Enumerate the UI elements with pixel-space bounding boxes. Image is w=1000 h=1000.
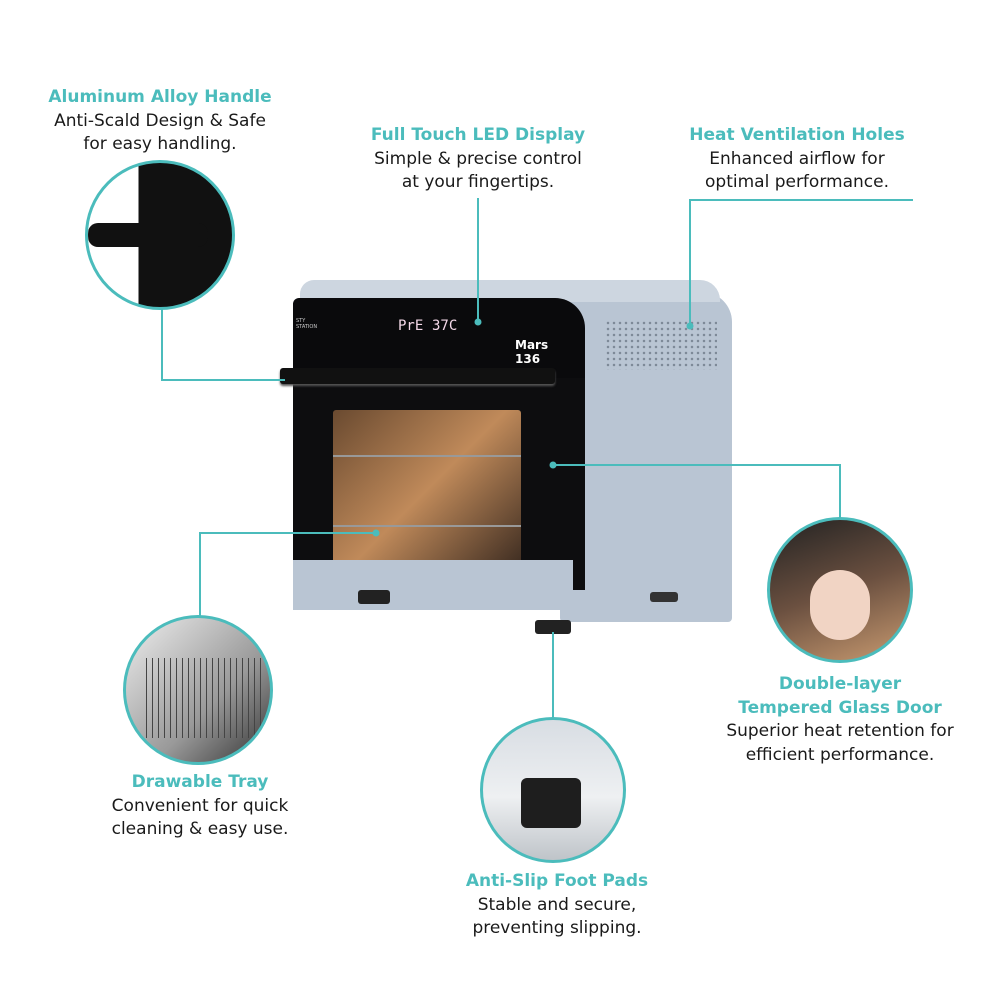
- callout-text: optimal performance.: [705, 172, 889, 192]
- callout-title: Tempered Glass Door: [738, 697, 942, 718]
- callout-title: Heat Ventilation Holes: [689, 125, 905, 145]
- vent-holes: [605, 320, 717, 370]
- callout-text: Superior heat retention for: [726, 721, 954, 741]
- brand-logo: STY STATION: [296, 318, 318, 330]
- callout-vent: Heat Ventilation Holes Enhanced airflow …: [689, 124, 904, 195]
- connector-dot: [549, 461, 557, 469]
- callout-title: Drawable Tray: [131, 772, 269, 792]
- oven-window: [333, 410, 521, 570]
- hand-icon: [810, 570, 870, 640]
- connector-line: [552, 632, 554, 718]
- oven-base: [293, 560, 573, 610]
- callout-text: preventing slipping.: [472, 918, 642, 938]
- callout-title: Double-layer: [778, 674, 902, 694]
- handle-detail-image: [85, 160, 235, 310]
- callout-title: Aluminum Alloy Handle: [48, 87, 272, 107]
- door-handle[interactable]: [280, 368, 555, 384]
- foot-detail-image: [480, 717, 626, 863]
- connector-dot: [686, 322, 694, 330]
- connector-line: [199, 532, 201, 617]
- foot-pad-icon: [521, 778, 581, 828]
- tray-detail-image: [123, 615, 273, 765]
- connector-line: [199, 532, 376, 534]
- callout-text: Enhanced airflow for: [709, 148, 885, 169]
- callout-text: Convenient for quick: [111, 795, 289, 816]
- connector-line: [477, 198, 479, 322]
- callout-tray: Drawable Tray Convenient for quick clean…: [112, 771, 289, 842]
- callout-text: Stable and secure,: [477, 894, 637, 915]
- connector-line: [689, 199, 691, 326]
- model-label: Mars 136: [515, 338, 549, 366]
- callout-handle: Aluminum Alloy Handle Anti-Scald Design …: [48, 86, 271, 157]
- callout-text: for easy handling.: [83, 134, 237, 154]
- oven-top: [300, 280, 720, 302]
- control-panel: [293, 298, 585, 378]
- connector-line: [839, 464, 841, 520]
- rack-icon: [146, 658, 266, 738]
- callout-title: Full Touch LED Display: [370, 125, 586, 145]
- connector-line: [161, 379, 285, 381]
- led-temp-readout[interactable]: 37C: [432, 318, 458, 334]
- foot-pad: [650, 592, 678, 602]
- foot-pad: [535, 620, 571, 634]
- connector-line: [161, 308, 163, 381]
- foot-pad: [358, 590, 390, 604]
- oven-rack: [333, 525, 521, 527]
- door-detail-image: [767, 517, 913, 663]
- callout-title: Anti-Slip Foot Pads: [465, 871, 649, 891]
- connector-dot: [372, 529, 380, 537]
- led-mode-readout[interactable]: PrE: [398, 318, 424, 334]
- callout-text: efficient performance.: [745, 744, 935, 765]
- connector-dot: [474, 318, 482, 326]
- callout-display: Full Touch LED Display Simple & precise …: [371, 124, 585, 195]
- callout-text: at your fingertips.: [401, 172, 555, 192]
- callout-text: cleaning & easy use.: [111, 819, 289, 839]
- callout-feet: Anti-Slip Foot Pads Stable and secure, p…: [466, 870, 648, 941]
- callout-text: Simple & precise control: [374, 148, 582, 169]
- oven-rack: [333, 455, 521, 457]
- connector-line: [689, 199, 913, 201]
- hand-icon: [88, 223, 208, 247]
- connector-line: [553, 464, 841, 466]
- callout-text: Anti-Scald Design & Safe: [54, 110, 266, 131]
- callout-door: Double-layer Tempered Glass Door Superio…: [726, 673, 953, 767]
